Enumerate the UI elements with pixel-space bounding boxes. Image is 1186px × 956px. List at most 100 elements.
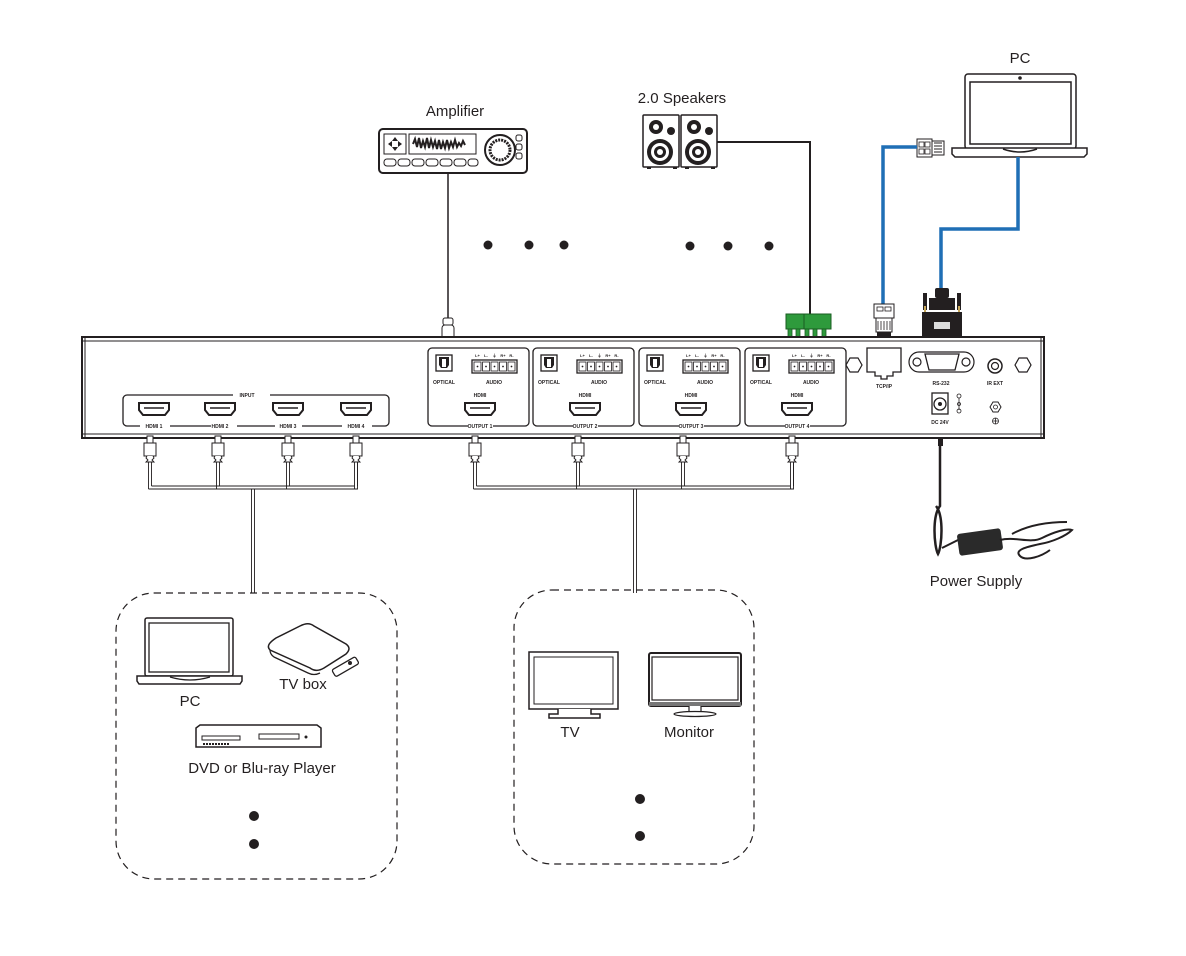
audio-pin-label: L+ <box>580 353 585 358</box>
laptop-icon <box>951 73 1088 158</box>
output-label: OUTPUT 4 <box>785 424 810 430</box>
audio-pin-label: L- <box>695 353 699 358</box>
audio-pin-label: R- <box>509 353 514 358</box>
audio-label: AUDIO <box>591 380 607 386</box>
display-devices-group: TV Monitor <box>513 589 755 865</box>
audio-pin-label: ⏚ <box>598 352 602 358</box>
source-devices-group: PC TV box DVD or Blu-ray Player <box>115 592 398 880</box>
rs232-port[interactable]: RS-232 <box>908 351 975 387</box>
hdmi-label: HDMI <box>474 393 487 399</box>
input-group-label: INPUT <box>240 393 255 399</box>
monitor-label: Monitor <box>664 724 714 741</box>
tv-label: TV <box>560 724 579 741</box>
audio-pin-label: R+ <box>500 353 506 358</box>
audio-label: AUDIO <box>697 380 713 386</box>
more-devices-dot <box>249 839 259 849</box>
hdmi-cable-bundle <box>468 435 799 593</box>
hdmi-output-port[interactable] <box>464 402 496 416</box>
hdmi-output-port[interactable] <box>781 402 813 416</box>
more-connections-dots <box>483 240 774 251</box>
rs232-cable <box>939 157 1020 290</box>
audio-pin-label: R- <box>720 353 725 358</box>
speakers-label: 2.0 Speakers <box>638 90 726 107</box>
amplifier-device: Amplifier <box>378 103 528 345</box>
power-supply-label: Power Supply <box>930 573 1023 590</box>
audio-pin-label: R+ <box>711 353 717 358</box>
tv-box-icon <box>267 623 360 677</box>
db9-plug <box>922 288 962 336</box>
optical-port[interactable] <box>435 354 453 372</box>
audio-pin-label: ⏚ <box>810 352 814 358</box>
optical-port[interactable] <box>646 354 664 372</box>
optical-label: OPTICAL <box>750 380 772 386</box>
tv-icon <box>528 651 619 719</box>
input-group: INPUT <box>122 393 390 427</box>
audio-terminal-port[interactable] <box>788 359 835 374</box>
rs232-label: RS-232 <box>933 381 950 387</box>
hdmi-input-port[interactable]: HDMI 1 <box>138 402 170 430</box>
matrix-rear-panel: INPUT HDMI 1 HDMI 2 HDMI 3 HDMI 4 OPTICAL L+… <box>81 336 1045 439</box>
audio-pin-label: L- <box>589 353 593 358</box>
output-module: OPTICAL L+ L- ⏚R+R- AUDIO HDMI OUTPUT 3 <box>638 347 741 430</box>
optical-port[interactable] <box>752 354 770 372</box>
ethernet-cable <box>881 145 917 306</box>
tcpip-label: TCP/IP <box>876 384 893 390</box>
speaker-icon <box>642 114 718 169</box>
hex-screw <box>1014 357 1032 373</box>
audio-pin-label: R+ <box>817 353 823 358</box>
dvd-player-icon <box>195 724 322 748</box>
hdmi-label: HDMI <box>579 393 592 399</box>
tv-box-label: TV box <box>279 676 327 693</box>
hex-screw <box>845 357 863 373</box>
optical-label: OPTICAL <box>538 380 560 386</box>
power-supply-device: Power Supply <box>930 438 1074 590</box>
audio-terminal-port[interactable] <box>682 359 729 374</box>
power-adapter-icon <box>957 528 1003 556</box>
optical-label: OPTICAL <box>644 380 666 386</box>
hdmi-input-label: HDMI 4 <box>348 424 365 430</box>
hdmi-input-label: HDMI 1 <box>146 424 163 430</box>
hdmi-input-port[interactable]: HDMI 3 <box>272 402 304 430</box>
hdmi-input-port[interactable]: HDMI 4 <box>340 402 372 430</box>
hdmi-input-label: HDMI 2 <box>212 424 229 430</box>
audio-pin-label: L- <box>484 353 488 358</box>
dc-label: DC 24V <box>931 420 949 426</box>
audio-terminal-port[interactable] <box>576 359 623 374</box>
hdmi-output-port[interactable] <box>569 402 601 416</box>
hdmi-output-port[interactable] <box>675 402 707 416</box>
control-pc-device: PC <box>873 50 1088 336</box>
audio-pin-label: ⏚ <box>493 352 497 358</box>
audio-pin-label: L+ <box>686 353 691 358</box>
audio-label: AUDIO <box>486 380 502 386</box>
tcpip-port[interactable]: TCP/IP <box>866 347 902 390</box>
audio-pin-label: R+ <box>605 353 611 358</box>
ground-screw <box>989 401 1002 425</box>
audio-pin-label: L- <box>801 353 805 358</box>
audio-pin-label: ⏚ <box>704 352 708 358</box>
source-pc-label: PC <box>180 693 201 710</box>
dc-power-port[interactable]: DC 24V <box>931 392 962 426</box>
hdmi-input-label: HDMI 3 <box>280 424 297 430</box>
audio-pin-label: R- <box>826 353 831 358</box>
more-devices-dot <box>635 794 645 804</box>
audio-pin-label: L+ <box>475 353 480 358</box>
amplifier-label: Amplifier <box>426 103 484 120</box>
output-label: OUTPUT 1 <box>468 424 493 430</box>
hdmi-label: HDMI <box>685 393 698 399</box>
audio-terminal-port[interactable] <box>471 359 518 374</box>
ir-ext-port[interactable]: IR EXT <box>987 358 1003 387</box>
dvd-player-label: DVD or Blu-ray Player <box>188 760 336 777</box>
hdmi-cable-bundle <box>143 435 363 593</box>
speakers-device: 2.0 Speakers <box>638 90 832 344</box>
output-label: OUTPUT 3 <box>679 424 704 430</box>
output-label: OUTPUT 2 <box>573 424 598 430</box>
optical-port[interactable] <box>540 354 558 372</box>
hdmi-input-port[interactable]: HDMI 2 <box>204 402 236 430</box>
more-devices-dot <box>635 831 645 841</box>
audio-pin-label: R- <box>614 353 619 358</box>
audio-label: AUDIO <box>803 380 819 386</box>
ir-ext-label: IR EXT <box>987 381 1003 387</box>
hdmi-label: HDMI <box>791 393 804 399</box>
